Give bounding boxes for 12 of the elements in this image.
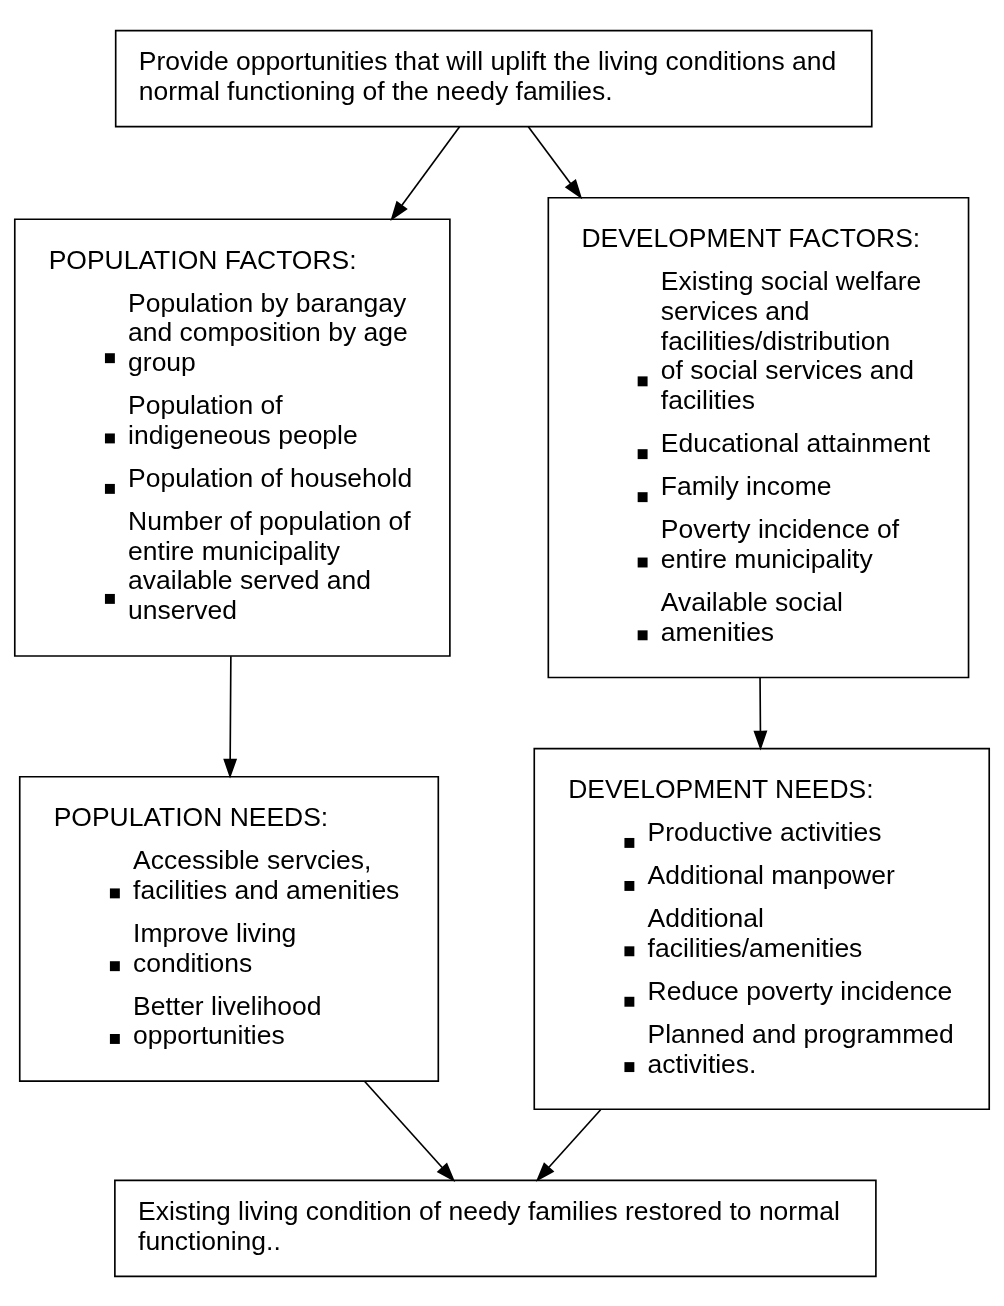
node-box: DEVELOPMENT FACTORS: Existing social welfare services and facilities/distribution of social services and facilities Educational attainment Family income Poverty incidence of entire municipality Available social amenities (547, 196, 970, 678)
node-box: DEVELOPMENT NEEDS: Productive activities Additional manpower Additional facilities/amenities Reduce poverty incidence Planned and programmed activities. (533, 747, 991, 1110)
node-box: POPULATION NEEDS: Accessible servcies, facilities and amenities Improve living conditions Better livelihood opportunities (18, 775, 440, 1082)
arrow (223, 654, 238, 779)
arrow (363, 1079, 456, 1182)
arrow (390, 125, 461, 221)
node-box: Provide opportunities that will uplift the living conditions and normal functioning of the needy families. (114, 29, 873, 127)
node-box: POPULATION FACTORS: Population by barangay and composition by age group Population of indigeneous people Population of household Number of population of entire municipality available served and unserved (13, 217, 451, 657)
arrow (527, 125, 583, 199)
arrow (753, 676, 768, 750)
node-box: Existing living condition of needy families restored to normal functioning.. (114, 1179, 877, 1277)
arrow (535, 1108, 602, 1182)
